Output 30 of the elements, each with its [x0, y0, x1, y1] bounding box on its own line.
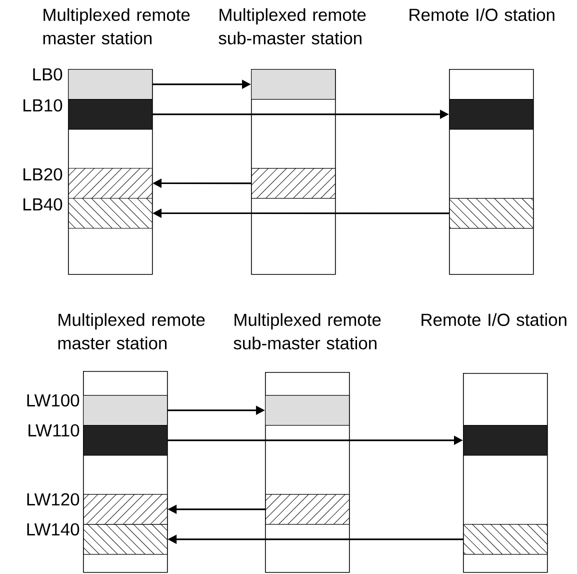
hatched-area	[83, 524, 168, 555]
address-label: LW100	[27, 394, 80, 407]
address-label: LW110	[28, 424, 80, 437]
hatched-area	[68, 198, 153, 229]
filled-area	[449, 99, 534, 130]
address-label: LB20	[24, 168, 62, 181]
shaded-area	[251, 69, 336, 100]
station-heading: Remote I/O station	[410, 8, 554, 21]
station-heading: Multiplexed remote master station	[58, 313, 205, 350]
address-label: LB10	[24, 99, 62, 112]
shaded-area	[68, 69, 153, 100]
station-heading: Multiplexed remote sub-master station	[218, 8, 366, 44]
filled-area	[68, 99, 153, 130]
station-heading: Remote I/O station	[422, 313, 566, 326]
address-label: LW140	[27, 523, 80, 536]
hatched-area	[463, 524, 548, 555]
shaded-area	[83, 395, 168, 426]
address-label: LB40	[24, 198, 62, 211]
hatched-area	[449, 198, 534, 229]
address-label: LW120	[27, 493, 80, 506]
hatched-area	[251, 168, 336, 199]
station-heading: Multiplexed remote master station	[43, 8, 190, 44]
hatched-area	[83, 494, 168, 525]
address-label: LB0	[33, 68, 62, 81]
filled-area	[463, 425, 548, 456]
filled-area	[83, 425, 168, 456]
station-heading: Multiplexed remote sub-master station	[234, 313, 381, 350]
hatched-area	[265, 494, 350, 525]
hatched-area	[68, 168, 153, 199]
shaded-area	[265, 395, 350, 426]
